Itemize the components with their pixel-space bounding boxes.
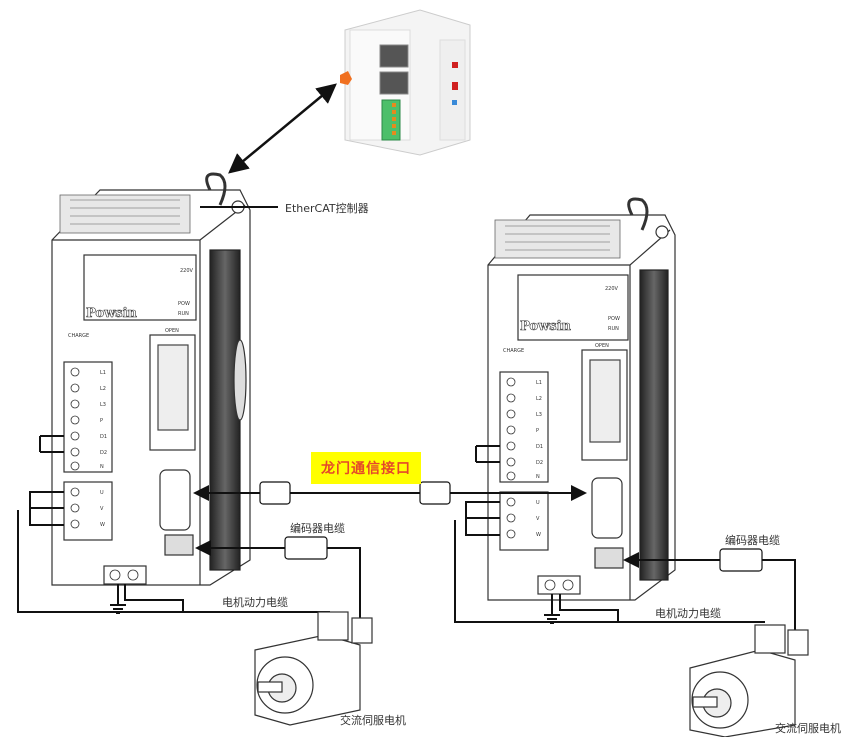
svg-text:CHARGE: CHARGE (68, 333, 89, 339)
right-brand: Powsin (520, 319, 572, 334)
terminal-label: L2 (536, 396, 542, 402)
servo-drive-right (487, 197, 676, 601)
power-cable-right (454, 445, 765, 624)
terminal-label: D2 (100, 450, 107, 456)
svg-text:220V: 220V (605, 286, 619, 292)
servo-motor-left (254, 611, 373, 726)
motor-terminal-label: V (100, 506, 104, 512)
terminal-label: P (536, 428, 539, 434)
svg-text:RUN: RUN (608, 326, 619, 332)
gantry-comm-cable (193, 481, 587, 505)
right-drive-terminals (506, 377, 574, 591)
servo-motor-right (689, 624, 809, 737)
motor-terminal-label: U (100, 490, 104, 496)
motor-terminal-label: W (536, 532, 541, 538)
power-cable-label-right: 电机动力电缆 (655, 607, 721, 620)
svg-text:RUN: RUN (178, 311, 189, 317)
encoder-cable-right (623, 548, 796, 640)
motor-label-right: 交流伺服电机 (775, 722, 841, 735)
terminal-label: D1 (536, 444, 543, 450)
motor-label-left: 交流伺服电机 (340, 714, 406, 727)
motor-terminal-label: V (536, 516, 540, 522)
left-drive-terminals (70, 367, 139, 581)
power-cable-label-left: 电机动力电缆 (222, 596, 288, 609)
terminal-label: N (536, 474, 540, 480)
terminal-label: L2 (100, 386, 106, 392)
terminal-label: D1 (100, 434, 107, 440)
left-brand: Powsin (86, 306, 138, 321)
svg-text:OPEN: OPEN (595, 343, 609, 349)
motor-terminal-label: W (100, 522, 105, 528)
svg-text:CHARGE: CHARGE (503, 348, 524, 354)
ethercat-controller (340, 9, 471, 156)
terminal-label: L3 (100, 402, 106, 408)
svg-text:220V: 220V (180, 268, 194, 274)
terminal-label: D2 (536, 460, 543, 466)
gantry-comm-port-label: 龙门通信接口 (311, 452, 421, 484)
servo-drive-left (51, 172, 251, 586)
terminal-label: L1 (100, 370, 106, 376)
svg-text:OPEN: OPEN (165, 328, 179, 334)
encoder-cable-label-left: 编码器电缆 (290, 522, 345, 535)
terminal-label: P (100, 418, 103, 424)
controller-latch-icon (340, 71, 352, 85)
ethercat-controller-label: EtherCAT控制器 (285, 202, 369, 215)
terminal-label: N (100, 464, 104, 470)
motor-terminal-label: U (536, 500, 540, 506)
power-cable-left (17, 435, 330, 614)
encoder-cable-left (195, 536, 361, 620)
terminal-label: L3 (536, 412, 542, 418)
encoder-cable-label-right: 编码器电缆 (725, 534, 780, 547)
svg-text:POW: POW (178, 301, 190, 307)
ethercat-link-arrow (228, 83, 337, 174)
terminal-label: L1 (536, 380, 542, 386)
svg-text:POW: POW (608, 316, 620, 322)
